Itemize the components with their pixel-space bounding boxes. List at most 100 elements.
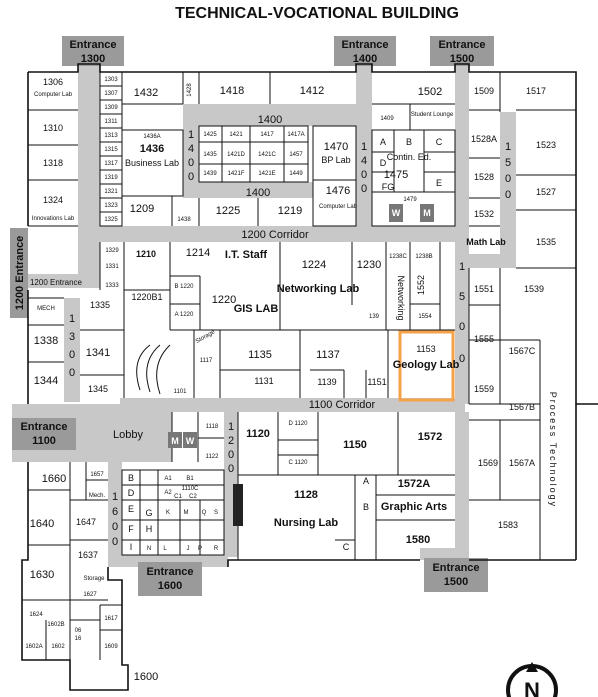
corridor-1300-v2: 3 [69,331,75,343]
room-1220: 1220 [212,294,236,306]
room-1344: 1344 [34,375,58,387]
entrance-1500-top[interactable]: Entrance 1500 [430,36,494,66]
room-s: S [214,510,218,516]
room-1630: 1630 [30,569,54,581]
room-1338: 1338 [34,335,58,347]
corridor-1200-entrance [20,274,100,288]
room-1449: 1449 [289,171,303,177]
corridor-1500-v4: 0 [505,189,511,201]
corridor-1600-vertical [108,462,122,562]
room-networking: Networking [396,275,406,320]
room-1153: 1153 [416,344,435,354]
corridor-1400-v4: 0 [188,171,194,183]
entrance-1300[interactable]: Entrance 1300 [62,36,124,66]
entrance-1600[interactable]: Entrance 1600 [138,562,202,596]
svg-text:W: W [186,436,195,446]
corridor-1400b-v2: 4 [361,155,367,167]
room-b2: B [128,473,134,483]
room-1552: 1552 [416,275,426,295]
room-1436-label: Business Lab [125,158,179,168]
room-1101: 1101 [174,389,188,395]
room-1224: 1224 [302,259,326,271]
room-1214-label: I.T. Staff [225,249,268,261]
room-16: 16 [75,636,82,642]
svg-text:W: W [392,208,401,218]
entrance-1500-bottom-line2: 1500 [444,576,468,588]
room-p: P [198,546,202,552]
corridor-1400-v2: 4 [188,143,194,155]
room-1602b: 1602B [47,622,64,628]
corridor-1400-v3: 0 [188,157,194,169]
corridor-1200-v-1: 1 [228,421,234,433]
room-graphic-arts: Graphic Arts [381,501,447,513]
room-d: D [380,158,387,168]
room-labels: 1306 Computer Lab 1310 1318 1324 Innovat… [25,77,558,683]
entrance-1200-label: 1200 Entrance [14,236,26,311]
room-1567c: 1567C [509,346,536,356]
corridor-1200-v-4: 0 [228,463,234,475]
room-1122: 1122 [206,454,220,460]
room-1660: 1660 [42,473,66,485]
entrance-1200[interactable]: 1200 Entrance [10,228,28,318]
room-j: J [187,546,190,552]
entrance-1300-line1: Entrance [69,39,116,51]
room-1425: 1425 [203,132,217,138]
room-1220b1: 1220B1 [131,292,162,302]
room-1409-label: Student Lounge [411,112,454,118]
room-1131: 1131 [254,376,273,386]
room-1317: 1317 [104,161,118,167]
room-1539: 1539 [524,284,544,294]
corridor-1300-v4: 0 [69,367,75,379]
corridor-1400-vertical [356,64,372,226]
room-mech: MECH [37,306,55,312]
room-1306-label: Computer Lab [34,92,73,98]
room-1509: 1509 [474,86,494,96]
corridor-1400-v1: 1 [188,129,194,141]
corridor-1400-left [183,104,199,196]
outer-walls [21,63,598,691]
room-1602a: 1602A [25,644,42,650]
room-1139: 1139 [317,377,336,387]
room-1220a: A 1220 [175,312,194,318]
room-d2: D [128,488,135,498]
room-1569: 1569 [478,458,498,468]
room-1331: 1331 [105,264,119,270]
room-1572a: 1572A [398,478,430,490]
room-1345: 1345 [88,384,108,394]
corridor-1300-lower [64,298,80,402]
room-e2: E [128,504,134,514]
room-1627: 1627 [83,592,97,598]
room-1532-label: Math Lab [466,237,506,247]
room-1412: 1412 [300,85,324,97]
room-1436: 1436 [140,143,164,155]
room-1310: 1310 [43,123,63,133]
room-1417: 1417 [260,132,274,138]
room-n: N [147,546,151,552]
room-geology-label: Geology Lab [393,359,460,371]
corridor-1500-v3: 0 [505,173,511,185]
room-1311: 1311 [105,119,119,125]
room-c2: C2 [189,494,197,500]
room-1476: 1476 [326,185,350,197]
entrance-1500-bottom[interactable]: Entrance 1500 [424,558,488,592]
entrance-1400[interactable]: Entrance 1400 [334,36,396,66]
room-1315: 1315 [104,147,118,153]
room-1479: 1479 [403,197,417,203]
room-1421: 1421 [229,132,243,138]
room-1333: 1333 [105,283,119,289]
corridor-1200-label: 1200 Corridor [241,229,309,241]
room-1421f: 1421F [227,171,244,177]
corridor-1400-bottom [183,182,313,198]
room-storage2: Storage [83,576,105,582]
room-r: R [214,546,219,552]
room-1647: 1647 [76,517,96,527]
room-1307: 1307 [104,91,118,97]
corridor-1100 [120,398,465,412]
room-a: A [380,137,386,147]
room-1128: 1128 [294,489,318,501]
entrance-1100[interactable]: Entrance 1100 [12,418,76,450]
room-1117: 1117 [200,358,213,364]
room-1428: 1428 [187,83,193,97]
compass-north-icon: N [506,662,558,697]
